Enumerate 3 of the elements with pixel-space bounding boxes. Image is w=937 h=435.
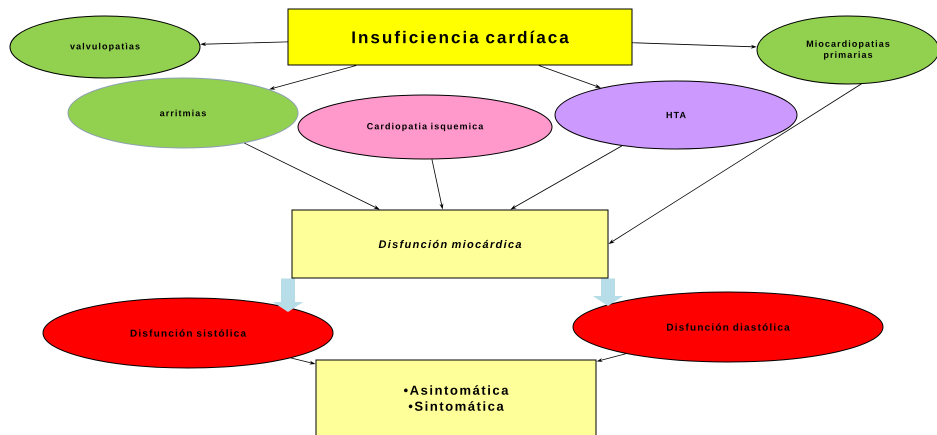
outcome-box: •Asintomática •Sintomática	[316, 359, 596, 435]
title-box: Insuficiencia cardíaca	[288, 8, 632, 66]
process-box: Disfunción miocárdica	[292, 209, 608, 278]
